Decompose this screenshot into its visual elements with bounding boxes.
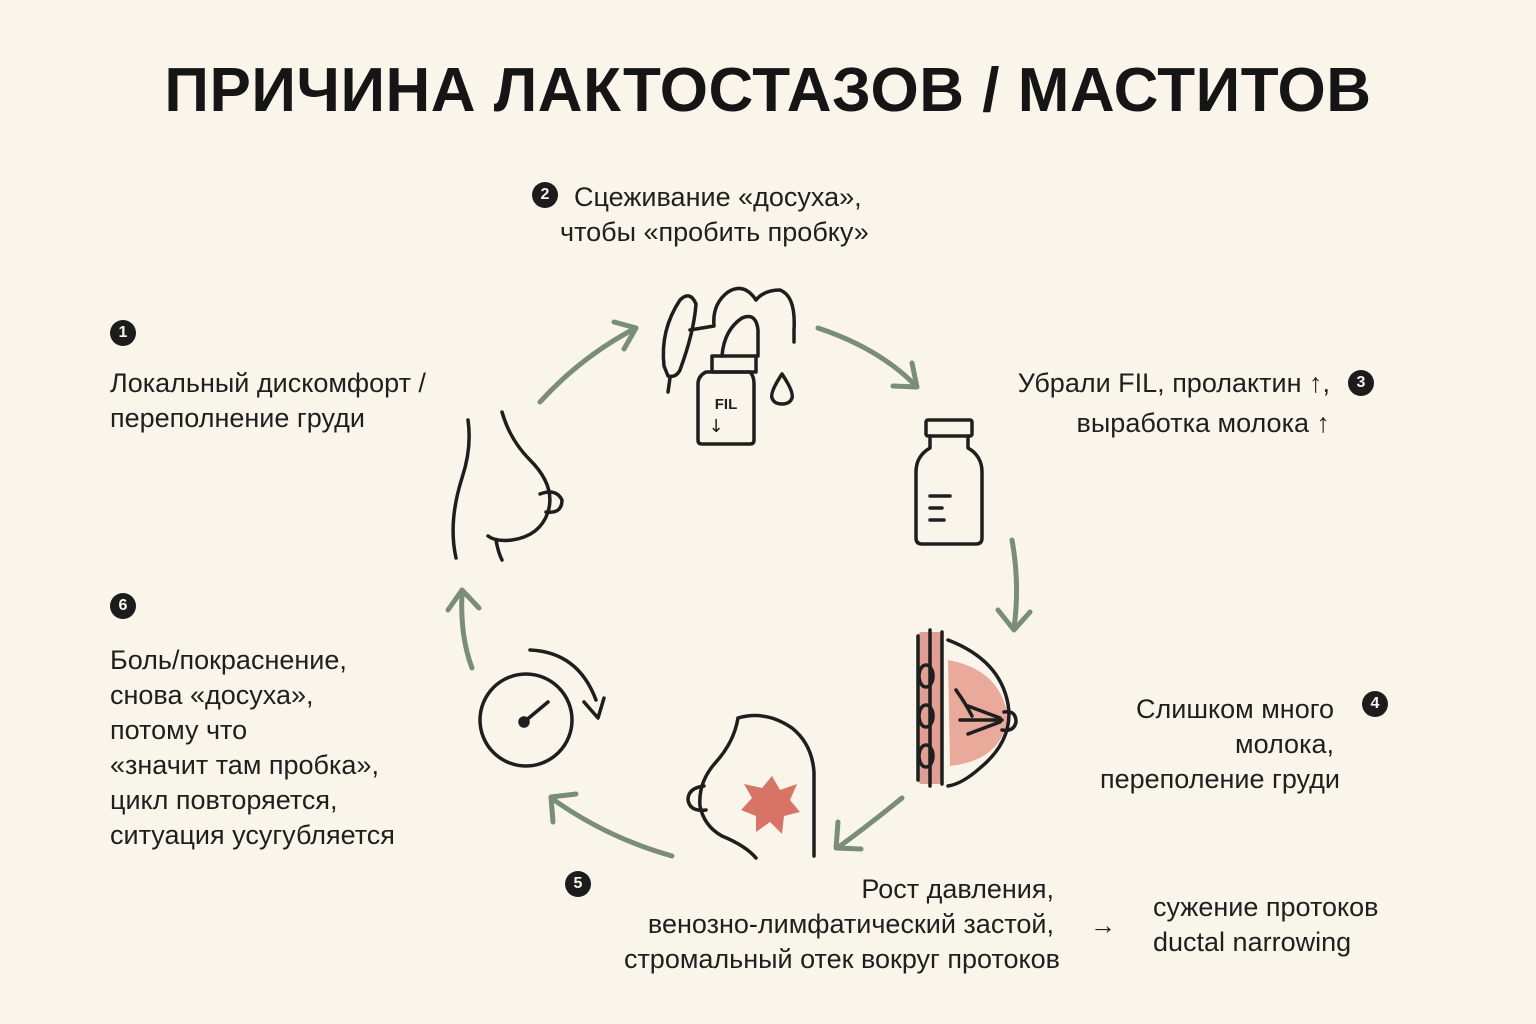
pump-down-arrow: ↓ (708, 416, 723, 437)
step-3-line: Убрали FIL, пролактин ↑, (1017, 368, 1330, 398)
step-5-line: венозно-лимфатический застой, (647, 909, 1054, 939)
step-6-line: ситуация усугубляется (110, 820, 395, 850)
step-5-line: стромальный отек вокруг протоков (623, 944, 1060, 974)
cycle-arrow-4-to-5 (833, 795, 905, 852)
page-title: ПРИЧИНА ЛАКТОСТАЗОВ / МАСТИТОВ (164, 56, 1372, 125)
step-4-line: Слишком много (1136, 694, 1334, 724)
step-5-badge: 5 (565, 871, 591, 897)
step-2-line: Сцеживание «досуха», (574, 182, 862, 212)
step-2-badge: 2 (532, 182, 558, 208)
step-5-line: Рост давления, (861, 874, 1054, 904)
inflamed-breast-icon (686, 713, 816, 860)
step-6-line: Боль/покраснение, (110, 645, 347, 675)
step-2-line: чтобы «пробить пробку» (560, 217, 869, 247)
cycle-arrow-2-to-3 (815, 325, 920, 390)
consequence-line: сужение протоков (1153, 892, 1379, 922)
milk-bottle-icon (914, 418, 984, 546)
step-1-line: Локальный дискомфорт / (110, 368, 426, 398)
step-2-text: Сцеживание «досуха», чтобы «пробить проб… (560, 180, 869, 250)
breast-cross-section-icon (916, 628, 1018, 788)
cycle-arrow-3-to-4 (995, 537, 1033, 633)
step-6-line: потому что (110, 715, 248, 745)
step-6-line: «значит там пробка», (110, 750, 379, 780)
breast-icon (451, 410, 564, 562)
breast-pump-icon (661, 286, 796, 446)
step-4-badge: 4 (1362, 691, 1388, 717)
pressure-gauge-icon (478, 648, 606, 768)
step-6-badge: 6 (110, 593, 136, 619)
step-1-line: переполнение груди (110, 403, 365, 433)
step-6-text: Боль/покраснение, снова «досуха», потому… (110, 643, 395, 853)
step-4-line: молока, (1235, 729, 1334, 759)
step-6-line: снова «досуха», (110, 680, 314, 710)
cycle-arrow-1-to-2 (537, 319, 639, 405)
step-4-text: Слишком много молока, переполение груди (1040, 692, 1340, 797)
step-6-line: цикл повторяется, (110, 785, 338, 815)
step-5-text: Рост давления, венозно-лимфатический зас… (540, 872, 1060, 977)
consequence-arrow: → (1090, 910, 1116, 940)
step-1-text: Локальный дискомфорт / переполнение груд… (110, 366, 426, 436)
step-3-badge: 3 (1348, 370, 1374, 396)
step-4-line: переполение груди (1100, 764, 1340, 794)
cycle-arrow-5-to-6 (548, 791, 675, 859)
cycle-arrow-6-to-1 (445, 587, 482, 671)
step-1-badge: 1 (110, 320, 136, 346)
consequence-line: ductal narrowing (1153, 927, 1352, 957)
step-3-line: выработка молока ↑ (1076, 408, 1330, 438)
pump-fil-label: FIL (715, 396, 738, 413)
consequence-text: сужение протоков ductal narrowing (1153, 890, 1379, 960)
step-3-text: Убрали FIL, пролактин ↑, выработка молок… (950, 366, 1330, 441)
